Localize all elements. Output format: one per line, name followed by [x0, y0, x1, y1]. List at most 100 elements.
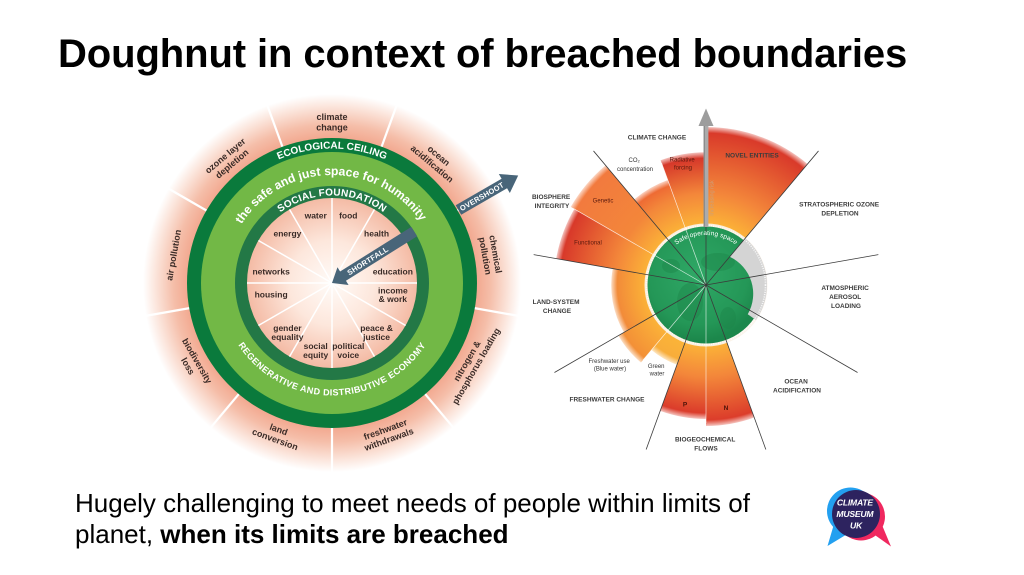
globe-landmass [720, 307, 736, 329]
label-line: FRESHWATER CHANGE [570, 397, 646, 404]
social-dimension-label-line: health [364, 229, 389, 239]
label-line: ATMOSPHERIC [821, 285, 869, 292]
social-divider-line [288, 282, 333, 357]
label-atmospheric-aerosol-loading: ATMOSPHERIC AEROSOL LOADING [821, 285, 870, 310]
label-co2-concentration: CO₂ concentration [617, 158, 653, 173]
social-dimension-label-line: political [332, 341, 364, 351]
label-climate-change: CLIMATE CHANGE [628, 134, 687, 141]
social-dimension-label: energy [274, 229, 302, 239]
label-line: Radiative [670, 157, 696, 163]
label-freshwater-change: FRESHWATER CHANGE [570, 397, 646, 404]
social-dimension-label-line: energy [274, 229, 302, 239]
label-line: LOADING [831, 303, 861, 310]
label-line: (Blue water) [594, 367, 626, 373]
social-dimension-label-line: gender [273, 323, 302, 333]
label-nitrogen: N [724, 405, 729, 412]
social-divider-line [331, 282, 406, 327]
label-line: N [724, 405, 729, 412]
label-line: BIOGEOCHEMICAL [675, 437, 735, 444]
unquantified-shading [729, 238, 768, 320]
ecological-divider-line [423, 392, 455, 430]
social-dimension-label-line: justice [362, 332, 390, 342]
sub-boundary-divider [642, 284, 707, 361]
social-dimension-label: income& work [378, 285, 408, 304]
boundary-labels: CLIMATE CHANGE NOVEL ENTITIES STRATOSPHE… [532, 134, 881, 453]
label-line: Genetic [593, 199, 614, 205]
label-line: STRATOSPHERIC OZONE [799, 202, 880, 209]
label-line: CO₂ [628, 158, 640, 164]
increasing-risk-label: Increasing risk [710, 180, 716, 216]
social-dimension-label-line: equity [303, 350, 328, 360]
slide-caption: Hugely challenging to meet needs of peop… [75, 488, 750, 550]
social-dimension-label-line: income [378, 285, 408, 295]
label-line: forcing [674, 165, 692, 171]
label-line: CHANGE [543, 308, 572, 315]
label-radiative-forcing: Radiative forcing [670, 157, 697, 171]
social-dimension-label-line: social [304, 341, 328, 351]
sub-boundary-labels: CO₂ concentration Radiative forcing Gene… [574, 157, 728, 412]
pink-bubble-tail [872, 525, 891, 547]
label-line: NOVEL ENTITIES [725, 152, 779, 159]
doughnut-diagram: water food health education income& work peac… [143, 94, 521, 473]
caption-emphasis: when its limits are breached [160, 519, 509, 549]
label-line: water [649, 372, 665, 378]
shortfall-arrow-shape [332, 226, 418, 286]
label-line: AEROSOL [829, 294, 861, 301]
social-dimension-label: housing [255, 290, 288, 300]
social-dimension-label-line: housing [255, 290, 288, 300]
social-dimension-label: education [373, 266, 413, 276]
boundary-divider-line [593, 150, 707, 286]
label-line: Functional [574, 240, 602, 246]
social-dimension-label-line: water [304, 210, 328, 220]
label-blue-water: Freshwater use (Blue water) [588, 359, 631, 373]
increasing-risk-arrow [698, 108, 714, 227]
label-stratospheric-ozone-depletion: STRATOSPHERIC OZONE DEPLETION [799, 202, 881, 218]
social-dimension-label-line: education [373, 266, 413, 276]
caption-line-1: Hugely challenging to meet needs of peop… [75, 488, 750, 518]
label-line: Green [648, 364, 665, 370]
boundary-dividers [533, 150, 879, 450]
label-line: DEPLETION [821, 211, 859, 218]
label-line: OCEAN [784, 378, 808, 385]
label-line: ACIDIFICATION [773, 387, 821, 394]
boundary-divider-line [705, 254, 879, 286]
label-line: BIOSPHERE [532, 194, 571, 201]
globe-landmass [701, 253, 735, 271]
ecological-dimension-label-line: climate [316, 112, 347, 122]
logo-wordmark: CLIMATE MUSEUM UK [836, 498, 875, 531]
social-divider-line [258, 239, 333, 284]
social-dimension-label-line: networks [252, 266, 290, 276]
social-divider-line [331, 282, 376, 357]
label-line: LAND-SYSTEM [533, 299, 580, 306]
social-divider-line [258, 282, 333, 327]
ecological-dimension-label-line: change [316, 122, 348, 132]
sub-boundary-divider [661, 162, 707, 286]
ecological-divider-line [166, 187, 208, 212]
social-dimension-label: water [304, 210, 328, 220]
ecological-divider-line [209, 392, 241, 430]
boundary-divider-line [533, 254, 707, 286]
planetary-boundaries-diagram: Safe operating space Increasing risk CLI… [532, 108, 881, 453]
logo-line: MUSEUM [836, 509, 874, 519]
label-biosphere-integrity: BIOSPHERE INTEGRITY [532, 194, 572, 210]
overshoot-arrow-shape [455, 173, 519, 215]
label-line: CLIMATE CHANGE [628, 134, 687, 141]
social-dimension-label: food [339, 210, 357, 220]
label-phosphorus: P [683, 402, 688, 409]
label-green-water: Green water [648, 364, 666, 378]
label-ocean-acidification: OCEAN ACIDIFICATION [773, 378, 821, 394]
social-dimension-label-line: peace & [360, 323, 393, 333]
label-biogeochemical-flows: BIOGEOCHEMICAL FLOWS [675, 437, 737, 453]
ecological-divider-line [380, 104, 399, 149]
caption-line-2: planet, [75, 519, 161, 549]
boundary-divider-line [705, 150, 819, 286]
label-genetic: Genetic [593, 199, 614, 205]
sub-boundary-divider [573, 208, 707, 286]
logo-disc [832, 490, 880, 538]
risk-arrow-head [698, 108, 714, 126]
label-novel-entities: NOVEL ENTITIES [725, 152, 779, 159]
